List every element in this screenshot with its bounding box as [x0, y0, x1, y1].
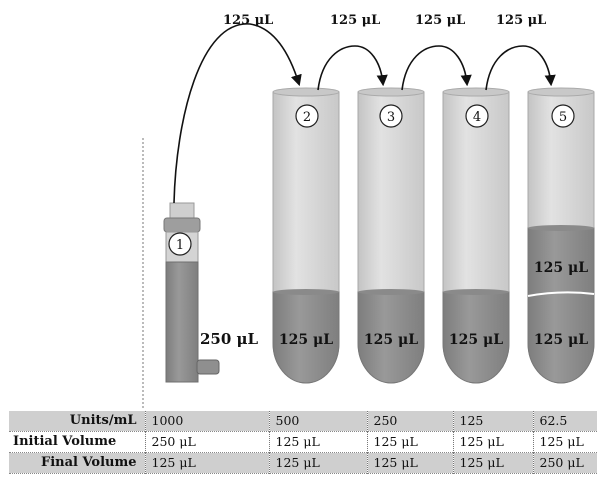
- tube-5-layer-boundary: [527, 291, 595, 297]
- tube-1-volume-label: 250 μL: [200, 330, 259, 348]
- tube-4-volume-label: 125 μL: [449, 332, 503, 348]
- table-row-final-volume: Final Volume 125 μL 125 μL 125 μL 125 μL…: [9, 452, 597, 474]
- tube-5-liquid: [527, 227, 595, 384]
- tube-5-number: 5: [559, 110, 567, 125]
- transfer-label-3: 125 μL: [415, 13, 465, 28]
- table-row-initial-volume: Initial Volume 250 μL 125 μL 125 μL 125 …: [9, 431, 597, 453]
- transfer-arrow-1-to-2: [173, 23, 302, 204]
- transfer-arrow-2-to-3: [317, 45, 388, 91]
- table-cell: 125: [452, 411, 533, 432]
- transfer-arrow-3-to-4: [401, 45, 472, 91]
- table-cell: 250 μL: [532, 452, 597, 474]
- dilution-table: Units/mL 1000 500 250 125 62.5 Initial V…: [9, 411, 597, 474]
- tube-1: 1 250 μL: [163, 202, 259, 383]
- tube-2-number-circle: [295, 104, 319, 128]
- table-cell: 125 μL: [366, 431, 453, 453]
- tube-2-volume-label: 125 μL: [279, 332, 333, 348]
- tube-4-liquid: [442, 291, 510, 384]
- tube-4: 4 125 μL: [442, 87, 510, 384]
- tube-3-liquid: [357, 291, 425, 384]
- tube-5-number-circle: [551, 104, 575, 128]
- tube-1-liquid: [165, 261, 199, 383]
- row-header: Final Volume: [9, 452, 145, 474]
- tube-3-volume-label: 125 μL: [364, 332, 418, 348]
- table-cell: 125 μL: [144, 452, 269, 474]
- transfer-label-2: 125 μL: [330, 13, 380, 28]
- table-cell: 125 μL: [366, 452, 453, 474]
- transfer-label-1: 125 μL: [223, 13, 273, 28]
- table-cell: 125 μL: [268, 431, 367, 453]
- table-cell: 250 μL: [144, 431, 269, 453]
- tube-5: 5 125 μL 125 μL: [527, 87, 595, 384]
- table-cell: 125 μL: [532, 431, 597, 453]
- table-cell: 125 μL: [268, 452, 367, 474]
- table-cell: 250: [366, 411, 453, 432]
- table-cell: 62.5: [532, 411, 597, 432]
- tube-5-added-label: 125 μL: [534, 260, 588, 276]
- table-cell: 125 μL: [452, 431, 533, 453]
- transfer-arrow-4-to-5: [485, 45, 556, 91]
- row-header: Units/mL: [9, 411, 145, 432]
- tube-2-liquid: [272, 291, 340, 384]
- table-cell: 125 μL: [452, 452, 533, 474]
- table-cell: 500: [268, 411, 367, 432]
- transfer-label-4: 125 μL: [496, 13, 546, 28]
- table-row-units: Units/mL 1000 500 250 125 62.5: [9, 411, 597, 432]
- row-header: Initial Volume: [9, 431, 145, 453]
- tube-3: 3 125 μL: [357, 87, 425, 384]
- tube-4-number-circle: [465, 104, 489, 128]
- table-cell: 1000: [144, 411, 269, 432]
- tube-3-number-circle: [379, 104, 403, 128]
- tube-5-volume-label: 125 μL: [534, 332, 588, 348]
- tube-2: 2 125 μL: [272, 87, 340, 384]
- tube-1-number-circle: [168, 232, 192, 256]
- tube-2-number: 2: [303, 110, 311, 125]
- tube-1-number: 1: [176, 238, 184, 253]
- tube-4-number: 4: [473, 110, 481, 125]
- tube-3-number: 3: [387, 110, 395, 125]
